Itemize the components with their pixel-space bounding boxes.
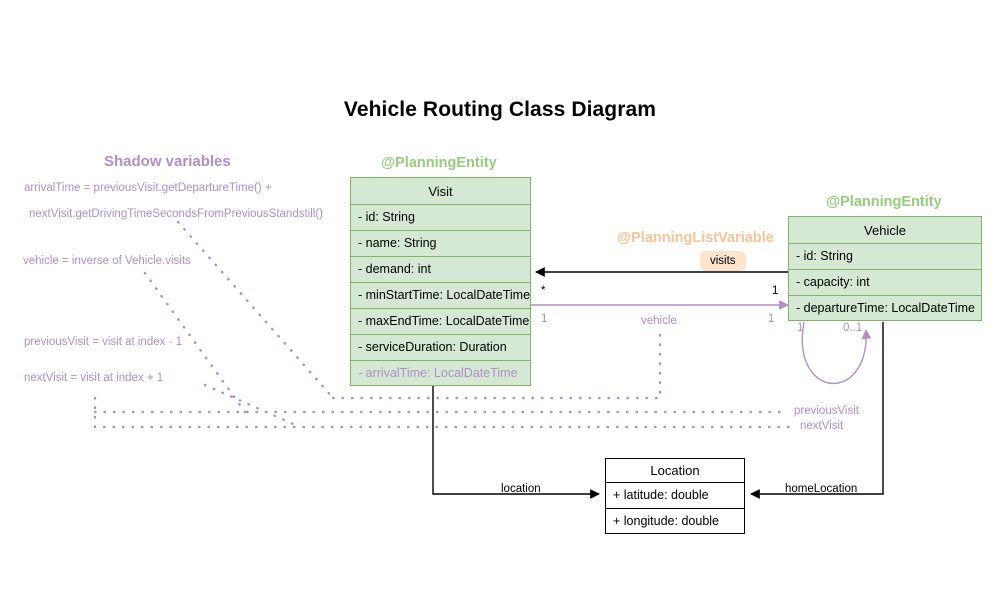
shadow-note-vehicle: vehicle = inverse of Vehicle.visits: [23, 255, 191, 267]
edge-location: [432, 383, 600, 499]
visits-multiplicity-source: *: [541, 285, 546, 297]
visits-multiplicity-target: 1: [772, 285, 779, 297]
location-attribute-latitude: + latitude: double: [605, 482, 745, 508]
vehicle-multiplicity-target: 1: [768, 313, 775, 325]
location-attribute-longitude: + longitude: double: [605, 508, 745, 534]
self-loop-multiplicity-source: 1: [797, 322, 804, 334]
class-box-vehicle[interactable]: Vehicle - id: String - capacity: int - d…: [788, 216, 982, 321]
visit-attribute-name: - name: String: [350, 230, 531, 256]
visit-attribute-demand: - demand: int: [350, 256, 531, 282]
shadow-link-arrival-diagonal: [176, 220, 335, 400]
visit-attribute-min-start-time: - minStartTime: LocalDateTime: [350, 282, 531, 308]
planning-list-variable-stereotype: @PlanningListVariable: [617, 230, 774, 246]
vehicle-multiplicity-source: 1: [541, 313, 548, 325]
location-class-name: Location: [605, 458, 745, 482]
vehicle-attribute-id: - id: String: [788, 243, 982, 269]
shadow-link-previous-visit: [93, 396, 792, 429]
visit-attribute-id: - id: String: [350, 204, 531, 230]
shadow-note-arrival-time-1: arrivalTime = previousVisit.getDeparture…: [24, 182, 272, 194]
visit-attribute-max-end-time: - maxEndTime: LocalDateTime: [350, 308, 531, 334]
class-box-location[interactable]: Location + latitude: double + longitude:…: [605, 458, 745, 534]
vehicle-attribute-capacity: - capacity: int: [788, 269, 982, 295]
shadow-variables-heading: Shadow variables: [104, 153, 231, 170]
visit-class-name: Visit: [350, 177, 531, 204]
vehicle-attribute-departure-time: - departureTime: LocalDateTime: [788, 295, 982, 321]
visits-badge: visits: [700, 251, 746, 271]
shadow-note-next-visit: nextVisit = visit at index + 1: [24, 372, 164, 384]
visit-attribute-arrival-time: - arrivalTime: LocalDateTime: [350, 360, 531, 386]
class-box-visit[interactable]: Visit - id: String - name: String - dema…: [350, 177, 531, 386]
page-title: Vehicle Routing Class Diagram: [343, 98, 657, 121]
next-visit-role-label: nextVisit: [800, 420, 844, 432]
location-role-label: location: [501, 483, 541, 495]
vehicle-class-name: Vehicle: [788, 216, 982, 243]
self-loop-multiplicity-target: 0..1: [843, 322, 863, 334]
previous-visit-role-label: previousVisit: [794, 405, 859, 417]
home-location-role-label: homeLocation: [785, 483, 858, 495]
vehicle-role-label: vehicle: [641, 315, 677, 327]
shadow-note-arrival-time-2: nextVisit.getDrivingTimeSecondsFromPrevi…: [29, 208, 323, 220]
visit-attribute-service-duration: - serviceDuration: Duration: [350, 334, 531, 360]
vehicle-stereotype: @PlanningEntity: [826, 194, 942, 210]
shadow-link-next-visit: [203, 383, 302, 429]
visit-stereotype: @PlanningEntity: [381, 155, 497, 171]
shadow-note-previous-visit: previousVisit = visit at index - 1: [24, 336, 182, 348]
